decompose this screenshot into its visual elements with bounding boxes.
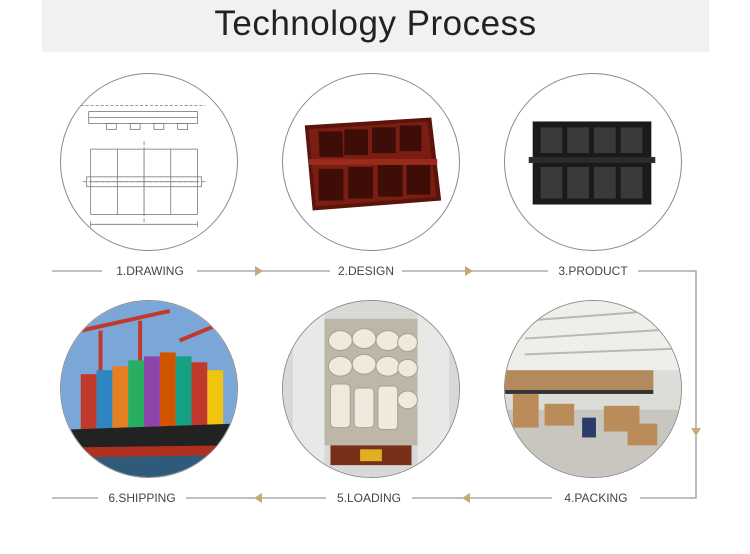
product-image <box>504 73 682 251</box>
shipping-image <box>60 300 238 478</box>
loading-image <box>282 300 460 478</box>
step-label-loading: 5.LOADING <box>336 491 402 505</box>
step-label-design: 2.DESIGN <box>337 264 394 278</box>
step-label-drawing: 1.DRAWING <box>116 264 184 278</box>
drawing-image <box>60 73 238 251</box>
packing-image <box>504 300 682 478</box>
title-band <box>42 0 709 52</box>
step-label-product: 3.PRODUCT <box>558 264 628 278</box>
arrow-left-icon <box>462 493 470 503</box>
arrow-left-icon <box>254 493 262 503</box>
design-image <box>282 73 460 251</box>
step-label-packing: 4.PACKING <box>564 491 628 505</box>
arrow-down-icon <box>691 428 701 436</box>
step-label-shipping: 6.SHIPPING <box>108 491 176 505</box>
arrow-right-icon <box>465 266 473 276</box>
page-title: Technology Process <box>214 4 537 43</box>
arrow-right-icon <box>255 266 263 276</box>
connector-line <box>638 270 697 499</box>
